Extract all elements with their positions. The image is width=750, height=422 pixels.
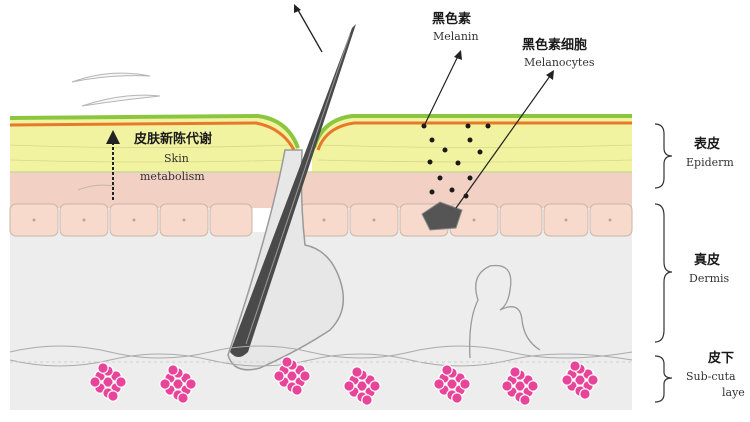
- hair-shaft: [230, 24, 356, 357]
- fat-cell: [569, 360, 581, 372]
- fat-cell: [185, 378, 197, 390]
- orange-line-right: [316, 121, 632, 151]
- fat-cell: [97, 362, 109, 374]
- fat-cell: [433, 378, 445, 390]
- green-edge-left: [9, 113, 300, 149]
- fat-cell: [369, 380, 381, 392]
- fat-cell: [107, 390, 119, 402]
- fat-cell: [587, 374, 599, 386]
- sweat-gland: [469, 264, 541, 359]
- subcut-label-en-2: laye: [722, 386, 745, 399]
- melanocyte-pointer: [455, 75, 551, 209]
- metabolism-label-en-2: metabolism: [140, 170, 205, 183]
- shed-flake-3: [77, 184, 116, 191]
- melanocytes-label-zh: 黑色素细胞: [522, 37, 587, 53]
- fat-cell: [343, 380, 355, 392]
- melanin-label-zh: 黑色素: [432, 11, 471, 27]
- fat-cell: [361, 394, 373, 406]
- melanocytes-label-en: Melanocytes: [524, 56, 595, 69]
- layer-braces: [654, 123, 673, 403]
- fat-cells: [89, 356, 599, 406]
- fat-cell: [451, 392, 463, 404]
- fat-cell: [281, 356, 293, 368]
- fat-cell: [299, 370, 311, 382]
- stratum-corneum-left: [10, 118, 300, 172]
- subcut-label-en-1: Sub-cuta: [686, 370, 736, 383]
- fat-cell: [177, 392, 189, 404]
- fat-cell: [527, 380, 539, 392]
- epidermis-label-zh: 表皮: [693, 136, 720, 152]
- basal-cell-row: [9, 203, 633, 237]
- subcut-label-zh: 皮下: [707, 350, 734, 366]
- fat-cell: [351, 366, 363, 378]
- metabolism-label-en-1: Skin: [164, 152, 189, 165]
- shed-flake-1: [71, 72, 151, 83]
- metabolism-label-zh: 皮肤新陈代谢: [133, 131, 212, 147]
- dermis-label-zh: 真皮: [694, 252, 720, 268]
- melanin-label-en: Melanin: [433, 30, 479, 43]
- dermis-label-en: Dermis: [689, 272, 730, 285]
- fat-cell: [579, 388, 591, 400]
- fat-cell: [273, 370, 285, 382]
- connective-fibers: [9, 345, 633, 367]
- fat-cell: [561, 374, 573, 386]
- fat-cell: [519, 394, 531, 406]
- melanin-pointer: [423, 55, 459, 127]
- pink-epidermis-layer: [10, 172, 632, 208]
- fat-cell: [459, 378, 471, 390]
- fat-cell: [115, 376, 127, 388]
- fat-cell: [509, 366, 521, 378]
- melanin-dots: [421, 123, 491, 199]
- stratum-corneum-right: [312, 118, 632, 172]
- fat-cell: [291, 384, 303, 396]
- fat-cell: [441, 364, 453, 376]
- fat-cell: [501, 380, 513, 392]
- orange-line-left: [9, 121, 296, 151]
- stratum-cell-lines: [9, 144, 633, 163]
- epidermis-label-en: Epiderm: [686, 156, 734, 169]
- fat-cell: [167, 364, 179, 376]
- fat-cell: [89, 376, 101, 388]
- shed-flake-2: [81, 94, 161, 107]
- hair-growth-arrow: [297, 9, 323, 53]
- melanocyte: [421, 201, 463, 231]
- basal-cell-nuclei: [32, 218, 612, 222]
- fat-cell: [159, 378, 171, 390]
